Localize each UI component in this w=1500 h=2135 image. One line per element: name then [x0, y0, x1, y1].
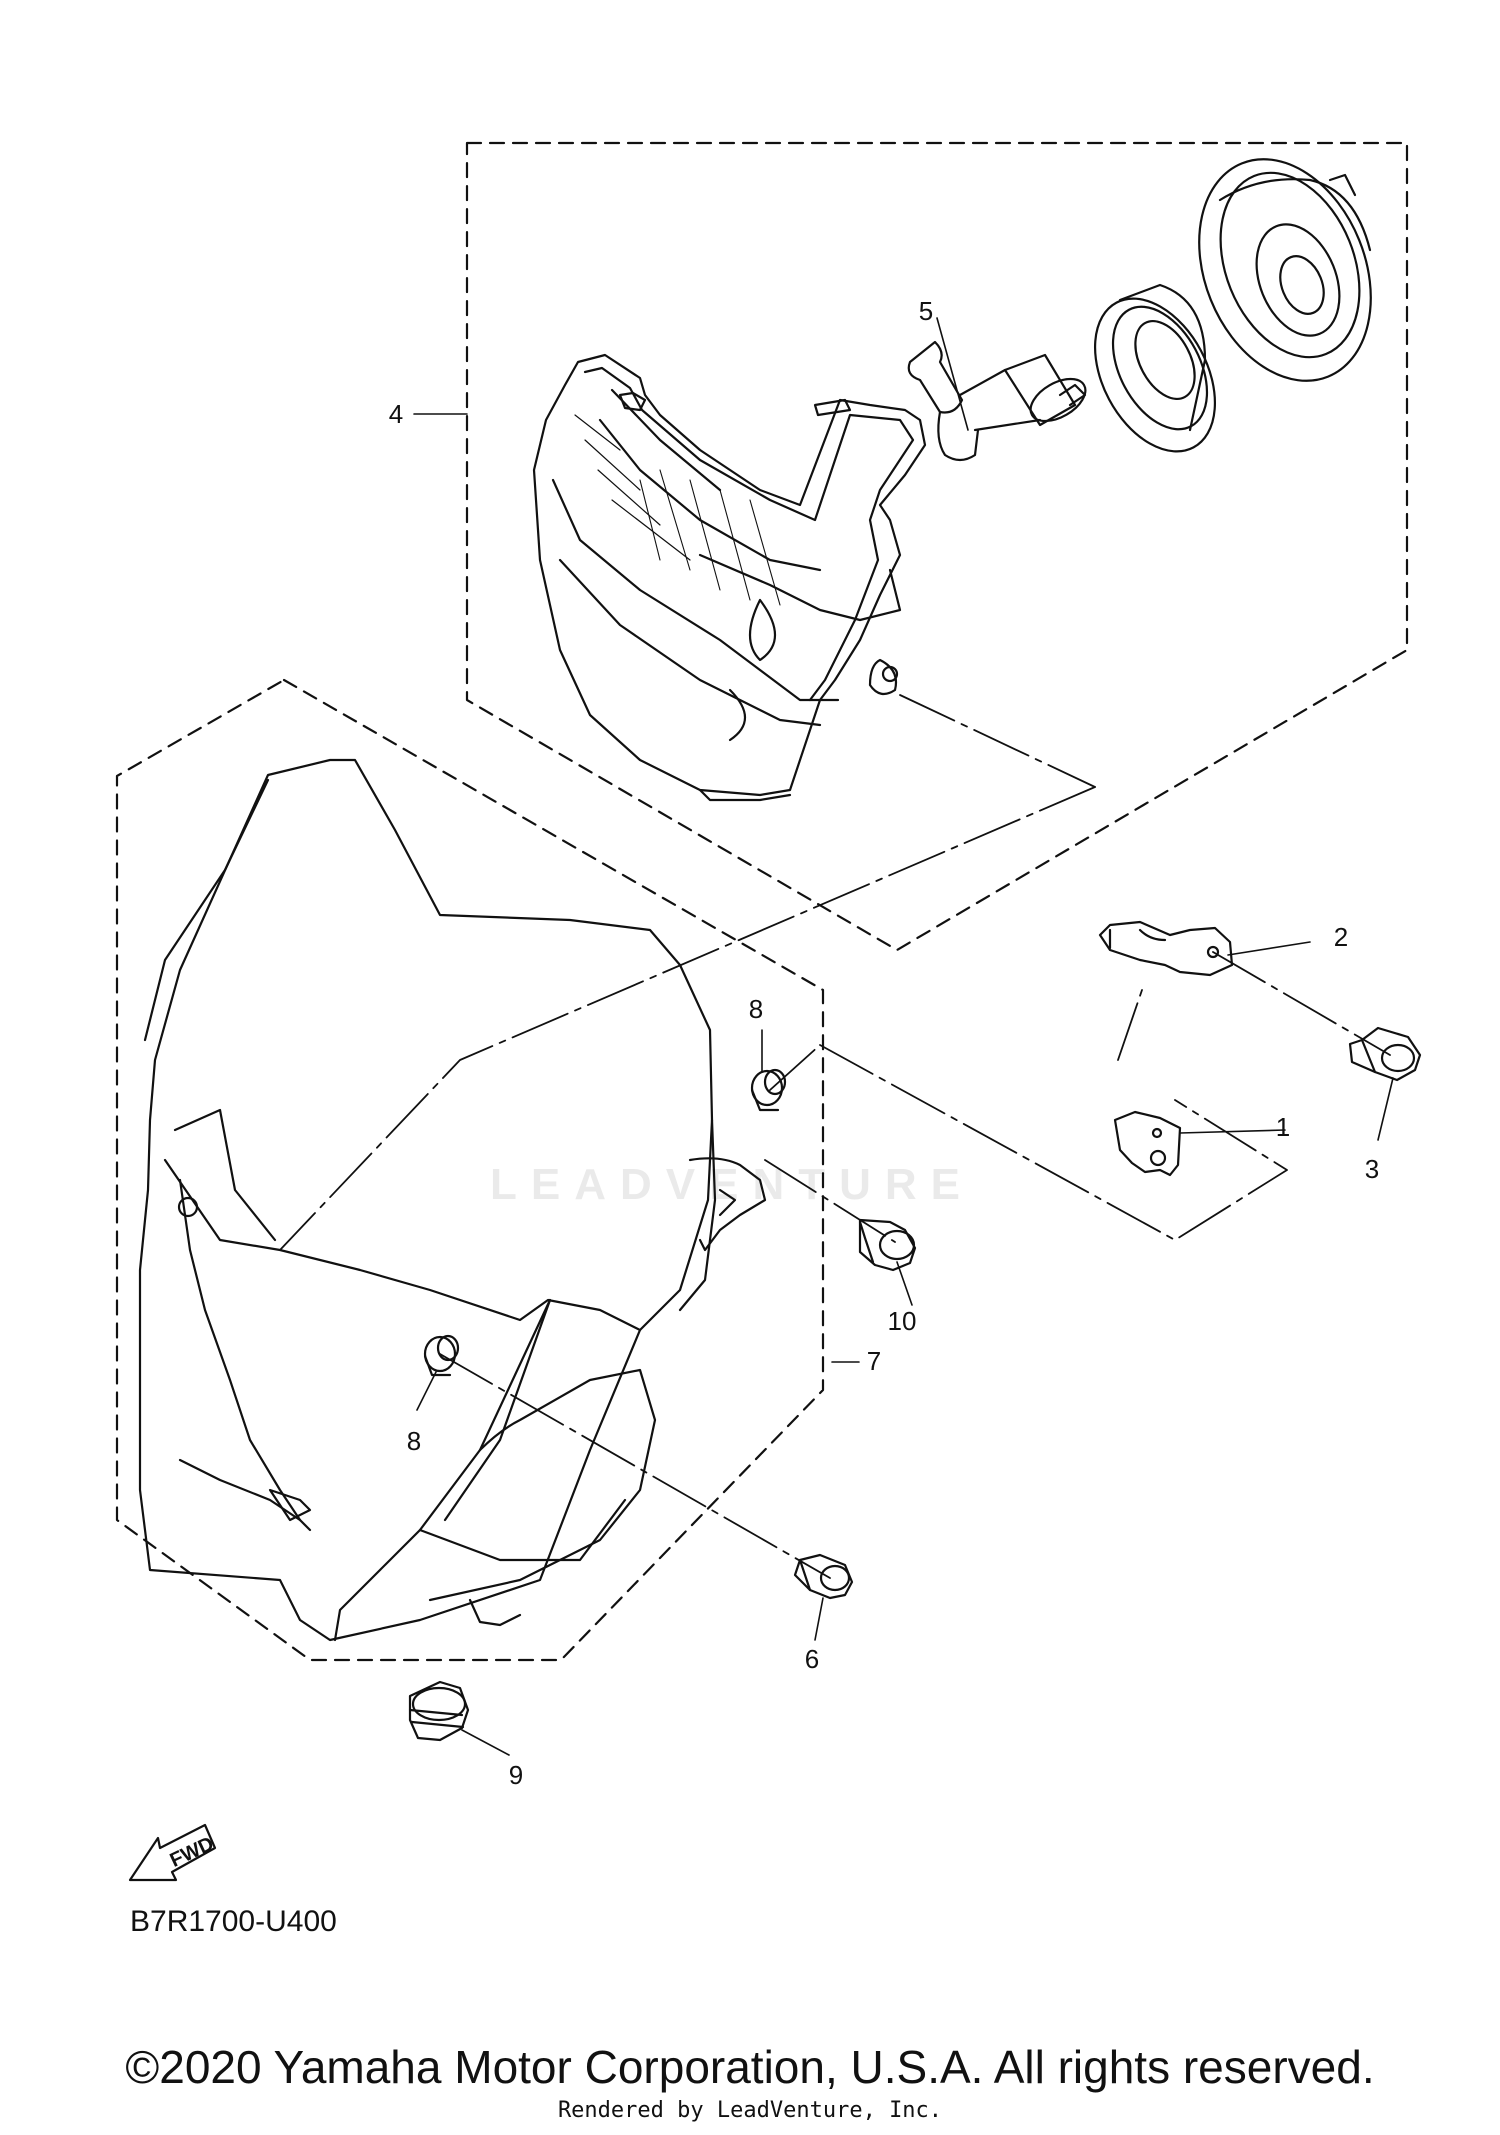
callout-leaders	[413, 317, 1394, 1756]
watermark-text: LEADVENTURE	[490, 1160, 975, 1209]
headlight-assembly-group-box	[465, 141, 1409, 952]
reflector-ring	[1093, 283, 1217, 453]
callout-2: 2	[1334, 922, 1348, 952]
callout-6: 6	[805, 1644, 819, 1674]
copyright-text: ©2020 Yamaha Motor Corporation, U.S.A. A…	[125, 2041, 1375, 2093]
bolt-10	[858, 1218, 917, 1272]
headlight-cover-group-box	[115, 678, 825, 1662]
fwd-label: FWD	[167, 1833, 218, 1872]
rear-housing	[1198, 158, 1372, 382]
render-credit: Rendered by LeadVenture, Inc.	[557, 2098, 943, 2123]
callout-8-lower: 8	[407, 1426, 421, 1456]
grommet-8-upper	[750, 1068, 787, 1112]
fwd-arrow-icon	[128, 1823, 217, 1882]
callout-8-upper: 8	[749, 994, 763, 1024]
mount-plate	[1113, 1110, 1182, 1177]
headlight-cover	[138, 758, 767, 1642]
callout-9: 9	[509, 1760, 523, 1790]
bulb	[907, 340, 1087, 462]
callout-5: 5	[919, 296, 933, 326]
grommet-8-lower	[423, 1334, 460, 1377]
callout-1: 1	[1276, 1112, 1290, 1142]
callout-7: 7	[867, 1346, 881, 1376]
assembly-lines	[279, 694, 1391, 1579]
callout-4: 4	[389, 399, 403, 429]
grommet-9	[408, 1680, 470, 1742]
bolt-6	[793, 1553, 854, 1600]
bracket	[1098, 920, 1234, 977]
callout-3: 3	[1365, 1154, 1379, 1184]
bolt-3	[1348, 1026, 1422, 1082]
headlight-unit	[532, 353, 927, 802]
diagram-code: B7R1700-U400	[130, 1905, 337, 1938]
callout-10: 10	[888, 1306, 917, 1336]
